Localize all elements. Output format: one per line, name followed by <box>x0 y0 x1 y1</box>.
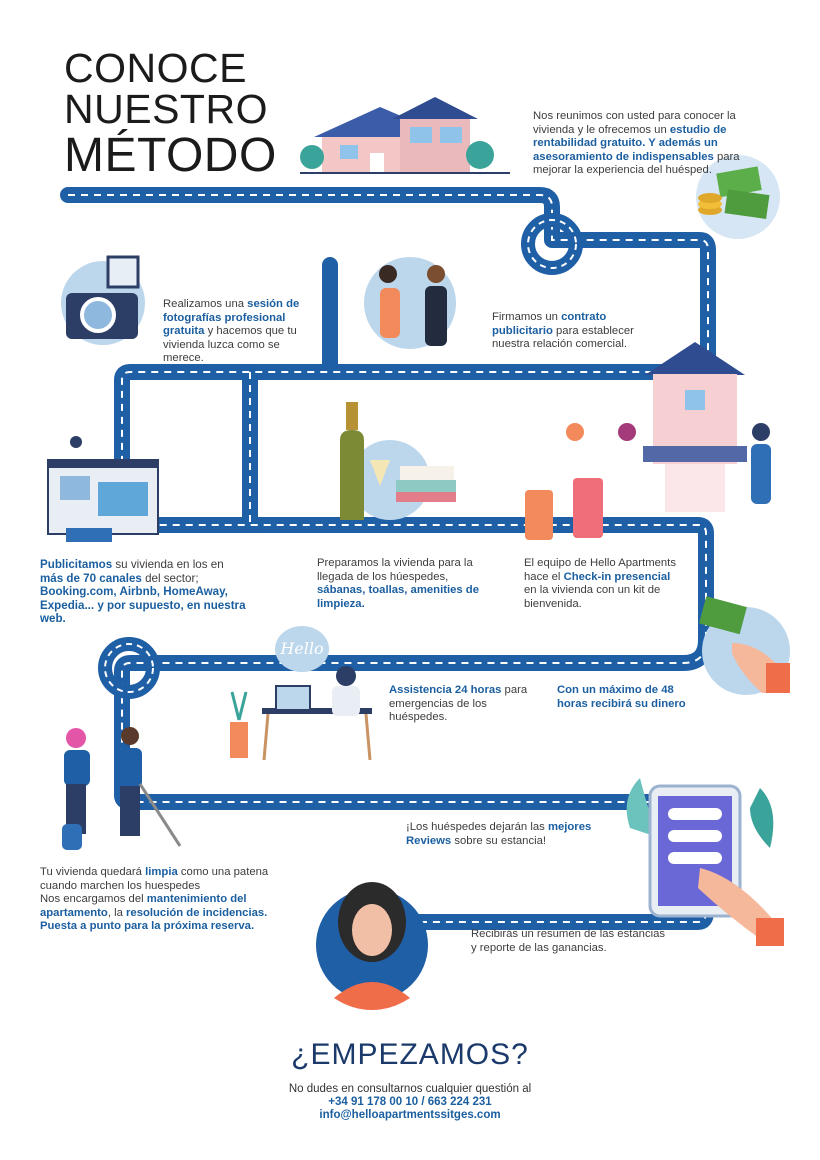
step-meeting-highlight: estudio de rentabilidad gratuito. Y adem… <box>533 123 727 163</box>
step-cleaning-highlight-e: mantenimiento del apartamento <box>40 893 247 919</box>
step-photos-text-c: y hacemos que tu vivienda luzca como se … <box>163 325 297 365</box>
title-line-1: CONOCE <box>64 45 247 91</box>
title-line-2: NUESTRO <box>64 86 268 132</box>
support-desk-icon <box>230 666 372 761</box>
step-advertising-highlight-e: Booking.com, Airbnb, HomeAway, Expedia..… <box>40 585 246 626</box>
advertising-icon <box>47 436 159 542</box>
money-bubble-icon <box>696 155 780 239</box>
step-cleaning-highlight-b: limpia <box>145 866 178 878</box>
step-preparation-text-a: Preparamos la vivienda para la llegada d… <box>317 557 473 583</box>
step-reviews-text-a: ¡Los huéspedes dejarán las <box>406 821 548 833</box>
step-meeting-text: Nos reunimos con usted para conocer la v… <box>533 110 743 178</box>
step-checkin-text: El equipo de Hello Apartments hace el Ch… <box>524 557 684 611</box>
step-meeting-text-c: para mejorar la experiencia del huésped. <box>533 150 740 177</box>
step-cleaning-highlight-g: resolución de incidencias. Puesta a punt… <box>40 906 268 933</box>
contact-line: No dudes en consultarnos cualquier quest… <box>288 1083 532 1095</box>
step-photos-text: Realizamos una sesión de fotografías pro… <box>163 298 303 366</box>
step-cleaning-text: Tu vivienda quedará limpia como una pate… <box>40 866 290 934</box>
house-icon <box>300 97 510 174</box>
contact-info: No dudes en consultarnos cualquier quest… <box>0 1083 820 1122</box>
step-advertising-text-b: su vivienda en los en <box>112 558 224 571</box>
step-cleaning-text-c: como una patena cuando marchen los huesp… <box>40 866 269 892</box>
step-report-text: Recibirás un resumen de las estancias y … <box>471 928 671 955</box>
step-report-text-a: Recibirás un resumen de las estancias y … <box>471 928 666 954</box>
step-meeting-text-a: Nos reunimos con usted para conocer la v… <box>533 110 736 136</box>
camera-icon <box>61 255 145 345</box>
step-advertising-highlight-a: Publicitamos <box>40 558 113 571</box>
step-photos-text-a: Realizamos una <box>163 298 248 310</box>
step-contract-highlight: contrato publicitario <box>492 311 607 337</box>
step-preparation-text: Preparamos la vivienda para la llegada d… <box>317 557 487 611</box>
step-assistance-text-b: para emergencias de los huéspedes. <box>389 684 528 724</box>
handshake-icon <box>364 257 456 349</box>
step-reviews-highlight: mejores Reviews <box>406 821 592 847</box>
page-title: CONOCE NUESTRO MÉTODO <box>64 48 277 180</box>
woman-portrait-icon <box>316 882 428 1010</box>
step-advertising-highlight-c: más de 70 canales <box>40 571 142 585</box>
step-payment-text: Con un máximo de 48 horas recibirá su di… <box>557 684 697 711</box>
hello-bubble: Hello <box>275 626 329 672</box>
step-advertising-text: Publicitamos su vivienda en los en más d… <box>40 558 250 626</box>
cleaning-icon <box>62 727 182 850</box>
contact-phone[interactable]: +34 91 178 00 10 / 663 224 231 <box>328 1096 492 1108</box>
title-line-3: MÉTODO <box>64 129 277 182</box>
step-checkin-highlight: Check-in presencial <box>563 570 671 583</box>
step-contract-text-c: para establecer nuestra relación comerci… <box>492 324 634 351</box>
step-reviews-text: ¡Los huéspedes dejarán las mejores Revie… <box>406 821 606 848</box>
step-advertising-text-d: del sector; <box>141 571 199 585</box>
contact-email[interactable]: info@helloapartmentssitges.com <box>319 1109 501 1121</box>
step-cleaning-text-f: , la <box>107 906 127 919</box>
champagne-icon <box>340 402 456 520</box>
step-photos-highlight: sesión de fotografías profesional gratui… <box>163 298 300 338</box>
step-checkin-text-a: El equipo de Hello Apartments hace el <box>524 557 676 583</box>
step-assistance-text: Assistencia 24 horas para emergencias de… <box>389 684 539 725</box>
check-in-house-icon <box>525 342 771 540</box>
step-assistance-highlight: Assistencia 24 horas <box>389 684 502 696</box>
cta-heading: ¿EMPEZAMOS? <box>291 1038 529 1071</box>
cash-hand-icon <box>699 596 790 695</box>
step-contract-text: Firmamos un contrato publicitario para e… <box>492 311 652 352</box>
step-cleaning-text-a: Tu vivienda quedará <box>40 866 146 878</box>
step-preparation-highlight: sábanas, toallas, amenities de limpieza. <box>317 584 479 610</box>
step-payment-highlight: Con un máximo de 48 horas recibirá su di… <box>557 684 686 710</box>
step-checkin-text-c: en la vivienda con un kit de bienvenida. <box>524 584 661 610</box>
step-reviews-text-c: sobre su estancia! <box>451 834 547 847</box>
step-cleaning-text-d: Nos encargamos del <box>40 893 147 906</box>
step-contract-text-a: Firmamos un <box>492 311 562 323</box>
reviews-tablet-icon <box>626 778 784 946</box>
